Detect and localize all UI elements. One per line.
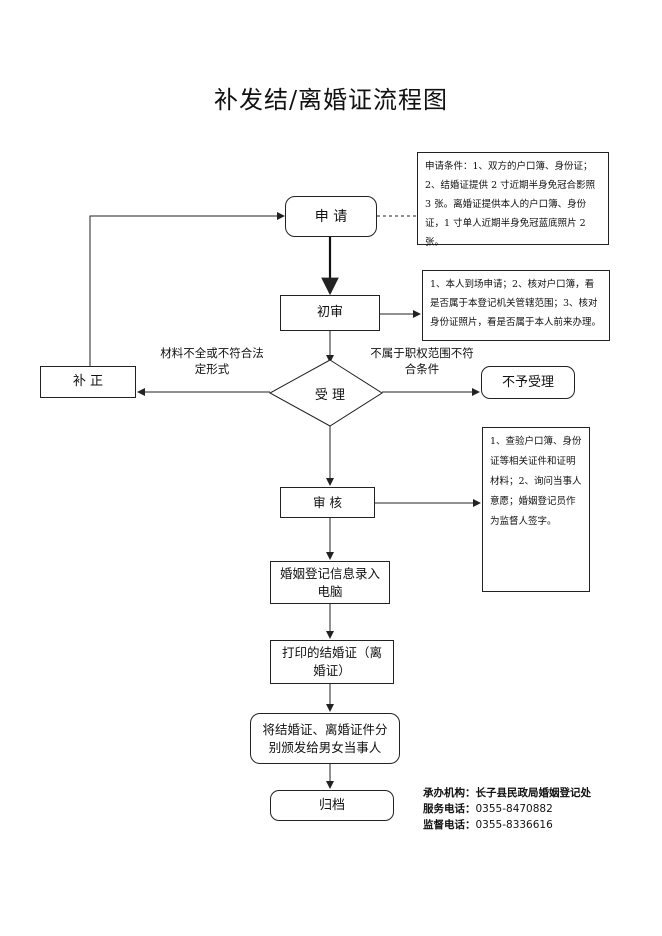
footer-org-value: 长子县民政局婚姻登记处 bbox=[475, 787, 592, 799]
node-accept: 受 理 bbox=[314, 388, 346, 403]
footer-service-label: 服务电话： bbox=[423, 803, 476, 815]
footer-supervise-label: 监督电话： bbox=[423, 819, 476, 831]
node-first-review: 初审 bbox=[280, 295, 380, 331]
label-out-of-scope: 不属于职权范围不符合条件 bbox=[370, 346, 474, 376]
label-incomplete: 材料不全或不符合法定形式 bbox=[160, 346, 264, 376]
node-archive: 归档 bbox=[270, 790, 394, 821]
node-audit: 审 核 bbox=[280, 487, 375, 518]
node-issue: 将结婚证、离婚证件分别颁发给男女当事人 bbox=[250, 713, 400, 764]
footer-supervise-row: 监督电话：0355-8336616 bbox=[423, 817, 591, 833]
footer-service-row: 服务电话：0355-8470882 bbox=[423, 801, 591, 817]
note-first-review-detail: 1、本人到场申请；2、核对户口簿，看是否属于本登记机关管辖范围；3、核对身份证照… bbox=[422, 270, 610, 341]
note-audit-detail: 1、查验户口簿、身份证等相关证件和证明材料；2、询问当事人意愿；婚姻登记员作为监… bbox=[482, 427, 590, 592]
footer-org-label: 承办机构： bbox=[423, 787, 476, 799]
loop-correct-to-apply bbox=[89, 212, 285, 366]
page-title: 补发结/离婚证流程图 bbox=[213, 86, 449, 114]
note-apply-conditions: 申请条件：1、双方的户口簿、身份证；2、结婚证提供 2 寸近期半身免冠合影照 3… bbox=[417, 152, 609, 248]
footer-org-row: 承办机构：长子县民政局婚姻登记处 bbox=[423, 785, 591, 801]
footer-supervise-value: 0355-8336616 bbox=[475, 819, 553, 831]
node-entry: 婚姻登记信息录入电脑 bbox=[270, 561, 390, 604]
footer-contact: 承办机构：长子县民政局婚姻登记处 服务电话：0355-8470882 监督电话：… bbox=[423, 785, 591, 833]
node-reject: 不予受理 bbox=[481, 366, 575, 399]
node-apply: 申 请 bbox=[285, 196, 377, 237]
node-print: 打印的结婚证（离婚证） bbox=[270, 640, 394, 684]
accept-diamond bbox=[268, 359, 383, 427]
footer-service-value: 0355-8470882 bbox=[475, 803, 553, 815]
node-correct: 补 正 bbox=[40, 366, 136, 398]
